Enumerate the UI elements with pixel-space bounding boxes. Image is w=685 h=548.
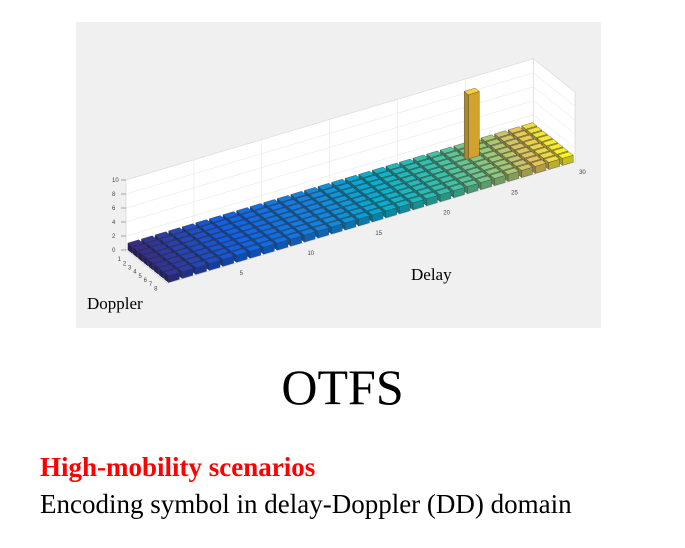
doppler-tick-label: 3 [128, 265, 132, 271]
description-text: Encoding symbol in delay-Doppler (DD) do… [40, 489, 572, 519]
peak-bar [463, 87, 480, 166]
delay-tick-label: 10 [307, 251, 314, 257]
dd-bar [340, 216, 357, 231]
doppler-tick-label: 2 [123, 261, 127, 267]
dd-bar [381, 204, 398, 219]
dd-bar [191, 260, 207, 275]
dd-bar [299, 228, 316, 243]
z-tick-label: 6 [112, 206, 116, 212]
doppler-axis-label: Doppler [87, 294, 143, 313]
dd-bar [476, 175, 493, 190]
doppler-tick-label: 7 [149, 282, 153, 288]
dd-bar [544, 155, 560, 170]
dd-bar [231, 248, 248, 263]
delay-tick-label: 5 [240, 271, 244, 277]
delay-tick-label: 25 [511, 190, 518, 196]
dd-bar [449, 183, 465, 199]
z-tick-label: 8 [112, 192, 116, 198]
delay-tick-label: 20 [443, 211, 450, 217]
doppler-tick-label: 8 [154, 286, 158, 292]
dd-bar [313, 224, 330, 239]
doppler-tick-label: 6 [144, 278, 148, 284]
doppler-tick-label: 1 [118, 257, 122, 263]
delay-tick-label: 30 [579, 170, 586, 176]
highlight-text: High-mobility scenarios [40, 452, 316, 482]
z-tick-label: 2 [112, 234, 116, 240]
delay-tick-label: 15 [375, 231, 382, 237]
dd-bar [557, 151, 574, 166]
dd-bar [408, 196, 425, 211]
dd-bar [489, 171, 506, 186]
doppler-tick-label: 5 [138, 274, 142, 280]
z-tick-label: 0 [112, 248, 116, 254]
dd-bar [435, 187, 452, 203]
dd-bar [530, 159, 547, 174]
dd-bar [177, 264, 194, 279]
z-tick-label: 4 [112, 220, 116, 226]
dd-bar [218, 252, 235, 267]
z-tick-label: 10 [112, 178, 119, 184]
page-title: OTFS [281, 359, 404, 415]
delay-axis-label: Delay [411, 265, 452, 284]
dd-bar [394, 200, 411, 215]
dd-bar [259, 240, 275, 255]
dd-bar [163, 268, 180, 283]
doppler-tick-label: 4 [133, 270, 137, 276]
